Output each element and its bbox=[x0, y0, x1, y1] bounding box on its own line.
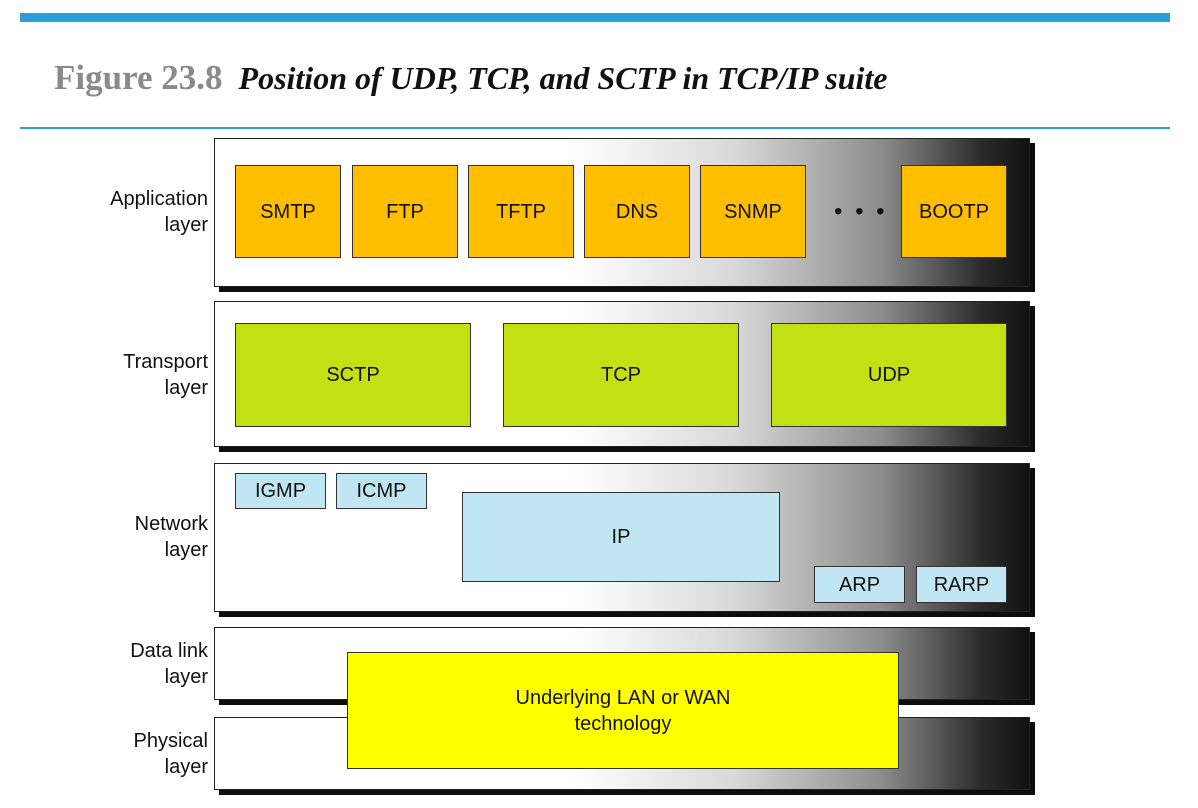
ip-box: IP bbox=[462, 492, 780, 582]
bootp-box: BOOTP bbox=[901, 165, 1007, 258]
igmp-box: IGMP bbox=[235, 473, 326, 509]
transport-label-line2: layer bbox=[164, 377, 208, 399]
smtp-box: SMTP bbox=[235, 165, 341, 258]
udp-box: UDP bbox=[771, 323, 1007, 427]
more-protocols-ellipsis: • • • bbox=[834, 198, 888, 225]
top-accent-bar bbox=[20, 13, 1170, 22]
icmp-box: ICMP bbox=[336, 473, 427, 509]
network-label-line2: layer bbox=[164, 539, 208, 561]
sctp-box: SCTP bbox=[235, 323, 471, 427]
datalink-layer-label: Data link layer bbox=[130, 638, 208, 690]
transport-label-line1: Transport bbox=[123, 351, 208, 373]
network-layer-label: Network layer bbox=[135, 511, 208, 563]
underlying-technology-box: Underlying LAN or WAN technology bbox=[347, 652, 899, 769]
figure-caption: Position of UDP, TCP, and SCTP in TCP/IP… bbox=[238, 60, 888, 96]
physical-layer-label: Physical layer bbox=[134, 728, 208, 780]
physical-label-line1: Physical bbox=[133, 730, 208, 752]
datalink-label-line2: layer bbox=[164, 666, 208, 688]
underlying-line2: technology bbox=[574, 712, 672, 735]
network-label-line1: Network bbox=[134, 513, 208, 535]
physical-label-line2: layer bbox=[164, 756, 208, 778]
snmp-box: SNMP bbox=[700, 165, 806, 258]
application-label-line2: layer bbox=[164, 214, 208, 236]
ftp-box: FTP bbox=[352, 165, 458, 258]
arp-box: ARP bbox=[814, 566, 905, 603]
rarp-box: RARP bbox=[916, 566, 1007, 603]
figure-title: Figure 23.8 Position of UDP, TCP, and SCT… bbox=[54, 58, 888, 98]
application-layer-label: Application layer bbox=[110, 186, 208, 238]
datalink-label-line1: Data link bbox=[130, 640, 208, 662]
dns-box: DNS bbox=[584, 165, 690, 258]
figure-number: Figure 23.8 bbox=[54, 58, 223, 97]
transport-layer-label: Transport layer bbox=[123, 349, 208, 401]
tftp-box: TFTP bbox=[468, 165, 574, 258]
title-rule bbox=[20, 127, 1170, 129]
underlying-line1: Underlying LAN or WAN bbox=[515, 686, 731, 709]
application-label-line1: Application bbox=[110, 188, 208, 210]
tcp-box: TCP bbox=[503, 323, 739, 427]
